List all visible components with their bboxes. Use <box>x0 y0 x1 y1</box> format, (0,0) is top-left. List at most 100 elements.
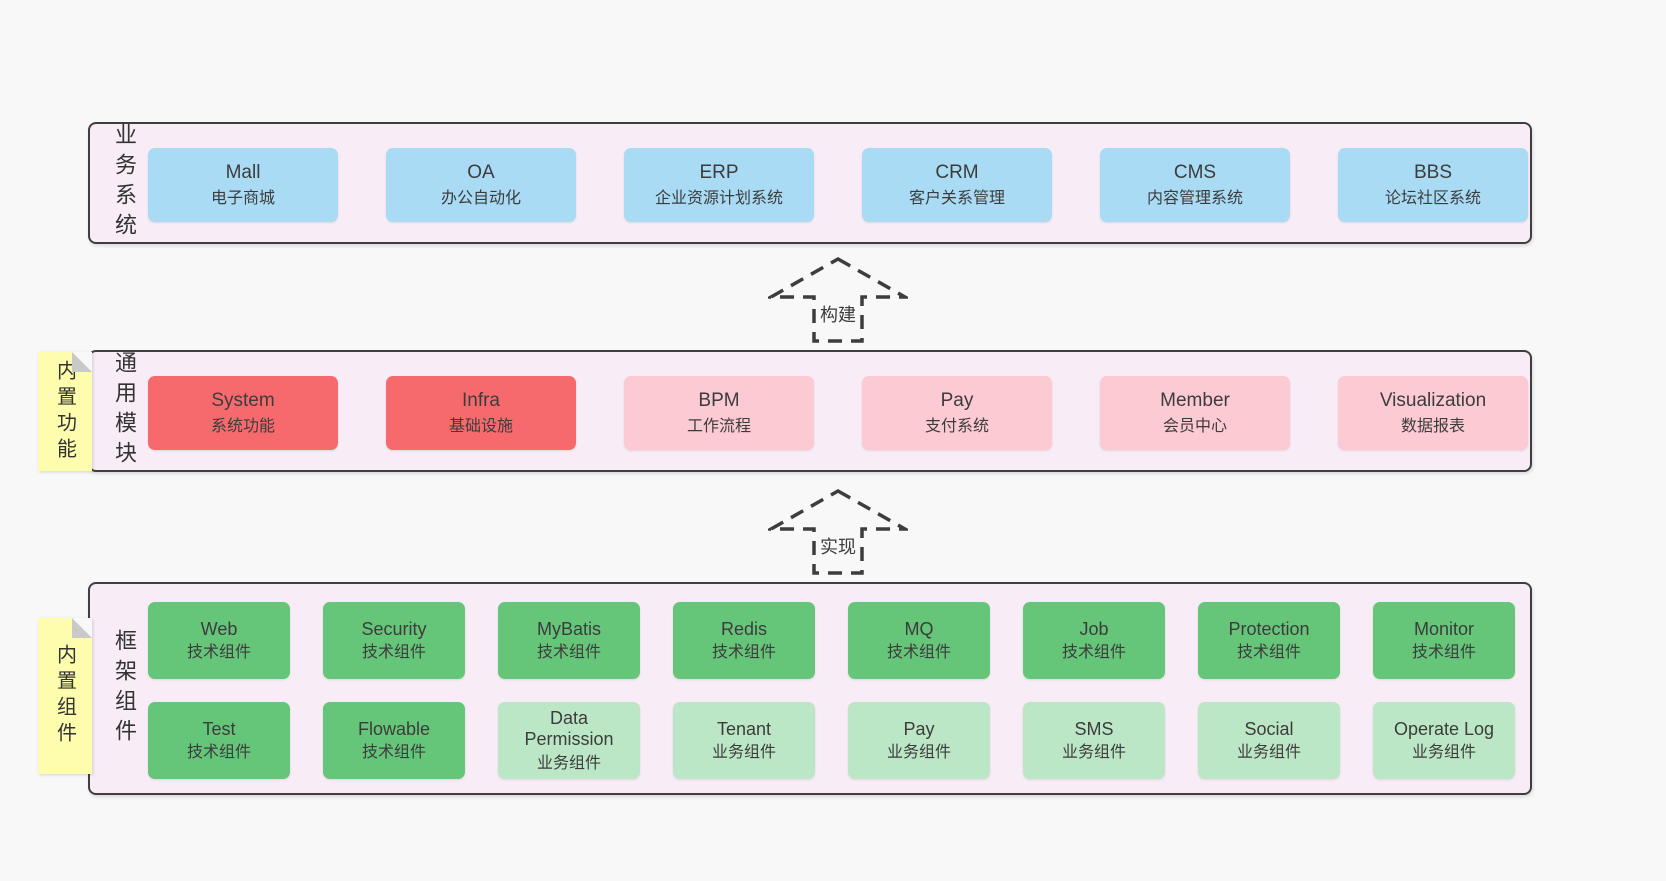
box-title: CMS <box>1173 162 1217 184</box>
box-subtitle: 业务组件 <box>1236 744 1301 762</box>
component-box-sms: SMS 业务组件 <box>1023 702 1165 779</box>
box-title: MyBatis <box>536 618 601 639</box>
box-subtitle: 技术组件 <box>536 644 601 662</box>
box-subtitle: 论坛社区系统 <box>1384 189 1481 207</box>
module-box-infra: Infra 基础设施 <box>386 376 576 450</box>
box-title: BPM <box>698 390 740 412</box>
up-arrow-implement: 实现 <box>768 488 908 576</box>
box-title: Visualization <box>1379 390 1487 412</box>
box-subtitle: 业务组件 <box>711 744 776 762</box>
box-subtitle: 业务组件 <box>886 744 951 762</box>
component-box-mybatis: MyBatis 技术组件 <box>498 602 640 679</box>
box-subtitle: 内容管理系统 <box>1146 189 1243 207</box>
component-box-job: Job 技术组件 <box>1023 602 1165 679</box>
box-title: Test <box>202 718 236 739</box>
component-box-flowable: Flowable 技术组件 <box>323 702 465 779</box>
framework-components-row-1: Web 技术组件 Security 技术组件 MyBatis 技术组件 Redi… <box>148 602 1515 679</box>
component-box-security: Security 技术组件 <box>323 602 465 679</box>
box-subtitle: 技术组件 <box>886 644 951 662</box>
box-title: Data Permission <box>524 707 614 750</box>
sticky-note-builtin-features: 内置功能 <box>38 352 92 471</box>
module-box-cms: CMS 内容管理系统 <box>1100 148 1290 222</box>
box-title: Tenant <box>716 718 772 739</box>
framework-components-row-2: Test 技术组件 Flowable 技术组件 Data Permission … <box>148 702 1515 779</box>
module-box-pay: Pay 支付系统 <box>862 376 1052 450</box>
box-subtitle: 基础设施 <box>448 417 513 435</box>
module-box-bpm: BPM 工作流程 <box>624 376 814 450</box>
module-box-oa: OA 办公自动化 <box>386 148 576 222</box>
business-systems-row: Mall 电子商城 OA 办公自动化 ERP 企业资源计划系统 CRM 客户关系… <box>148 148 1528 222</box>
sticky-note-builtin-components: 内置组件 <box>38 618 92 774</box>
box-subtitle: 技术组件 <box>1236 644 1301 662</box>
box-subtitle: 数据报表 <box>1400 417 1465 435</box>
component-box-redis: Redis 技术组件 <box>673 602 815 679</box>
box-subtitle: 系统功能 <box>210 417 275 435</box>
box-title: Infra <box>461 390 501 412</box>
module-box-bbs: BBS 论坛社区系统 <box>1338 148 1528 222</box>
panel-label-common-modules: 通用模块 <box>112 351 137 471</box>
box-subtitle: 办公自动化 <box>440 189 521 207</box>
panel-business-systems: 业务系统 Mall 电子商城 OA 办公自动化 ERP 企业资源计划系统 CRM… <box>88 122 1532 244</box>
module-box-visualization: Visualization 数据报表 <box>1338 376 1528 450</box>
module-box-crm: CRM 客户关系管理 <box>862 148 1052 222</box>
box-subtitle: 技术组件 <box>186 744 251 762</box>
box-title: MQ <box>904 618 934 639</box>
box-title: Operate Log <box>1393 718 1495 739</box>
component-box-protection: Protection 技术组件 <box>1198 602 1340 679</box>
sticky-note-text: 内置组件 <box>53 644 76 748</box>
box-title: Web <box>200 618 238 639</box>
component-box-social: Social 业务组件 <box>1198 702 1340 779</box>
component-box-test: Test 技术组件 <box>148 702 290 779</box>
box-title: Job <box>1079 618 1109 639</box>
box-title: Flowable <box>357 718 431 739</box>
box-title: BBS <box>1413 162 1453 184</box>
box-subtitle: 技术组件 <box>186 644 251 662</box>
panel-label-framework-components: 框架组件 <box>112 628 137 749</box>
box-title: OA <box>467 162 495 184</box>
box-title: Pay <box>940 390 974 412</box>
arrow-label-implement: 实现 <box>816 532 860 560</box>
arrow-label-build: 构建 <box>816 300 860 328</box>
box-subtitle: 工作流程 <box>686 417 751 435</box>
component-box-tenant: Tenant 业务组件 <box>673 702 815 779</box>
folded-corner-icon <box>72 618 92 638</box>
folded-corner-icon <box>72 352 92 372</box>
box-title: Pay <box>903 718 935 739</box>
box-title: SMS <box>1074 718 1114 739</box>
box-title: System <box>211 390 275 412</box>
box-title: Member <box>1160 390 1230 412</box>
box-subtitle: 技术组件 <box>1411 644 1476 662</box>
component-box-web: Web 技术组件 <box>148 602 290 679</box>
box-title: Mall <box>225 162 261 184</box>
component-box-mq: MQ 技术组件 <box>848 602 990 679</box>
box-subtitle: 客户关系管理 <box>908 189 1005 207</box>
box-title: CRM <box>935 162 979 184</box>
box-title: Redis <box>720 618 768 639</box>
up-arrow-build: 构建 <box>768 256 908 344</box>
box-subtitle: 企业资源计划系统 <box>654 189 783 207</box>
component-box-monitor: Monitor 技术组件 <box>1373 602 1515 679</box>
module-box-mall: Mall 电子商城 <box>148 148 338 222</box>
box-subtitle: 技术组件 <box>711 644 776 662</box>
component-box-pay: Pay 业务组件 <box>848 702 990 779</box>
box-subtitle: 技术组件 <box>1061 644 1126 662</box>
module-box-member: Member 会员中心 <box>1100 376 1290 450</box>
common-modules-row: System 系统功能 Infra 基础设施 BPM 工作流程 Pay 支付系统… <box>148 376 1528 450</box>
up-arrow-icon <box>768 256 908 343</box>
box-subtitle: 会员中心 <box>1162 417 1227 435</box>
box-subtitle: 业务组件 <box>1061 744 1126 762</box>
up-arrow-icon <box>768 488 908 575</box>
box-subtitle: 支付系统 <box>924 417 989 435</box>
box-title: Protection <box>1228 618 1310 639</box>
component-box-operate-log: Operate Log 业务组件 <box>1373 702 1515 779</box>
box-subtitle: 电子商城 <box>210 189 275 207</box>
box-subtitle: 业务组件 <box>1411 744 1476 762</box>
panel-common-modules: 通用模块 System 系统功能 Infra 基础设施 BPM 工作流程 Pay… <box>88 350 1532 472</box>
module-box-system: System 系统功能 <box>148 376 338 450</box>
box-subtitle: 业务组件 <box>536 755 601 772</box>
panel-framework-components: 框架组件 Web 技术组件 Security 技术组件 MyBatis 技术组件… <box>88 582 1532 795</box>
box-title: ERP <box>699 162 739 184</box>
module-box-erp: ERP 企业资源计划系统 <box>624 148 814 222</box>
sticky-note-text: 内置功能 <box>53 359 76 464</box>
